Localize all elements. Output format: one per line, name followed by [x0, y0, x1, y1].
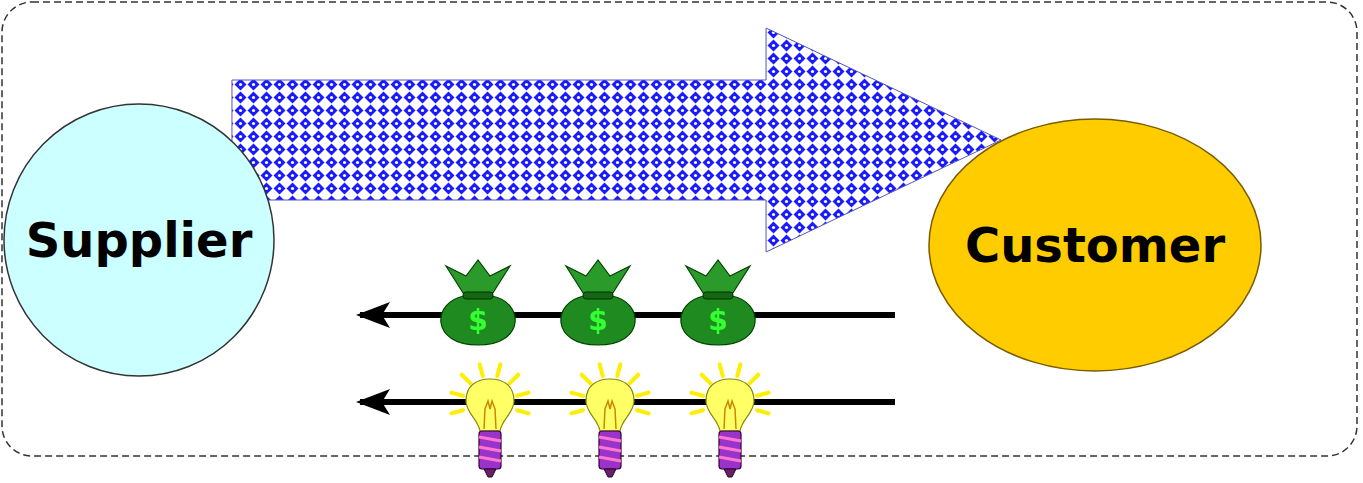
bulb-ray: [600, 364, 603, 376]
bulb-ray: [451, 393, 463, 396]
bulb-ray: [517, 410, 529, 413]
money-bag: [681, 260, 755, 345]
currency-sign: $: [468, 307, 487, 335]
bag-top: [446, 260, 510, 296]
bulb-thread: [599, 447, 621, 451]
bulb-base: [599, 431, 621, 469]
bulb-base: [479, 431, 501, 469]
bag-top: [566, 260, 630, 296]
bulb-ray: [582, 375, 590, 383]
bag-body: [681, 296, 755, 345]
bulb-ray: [702, 375, 710, 383]
bulb-base: [719, 431, 741, 469]
bag-top: [686, 260, 750, 296]
bulb-thread: [599, 457, 621, 461]
bulb-thread: [719, 457, 741, 461]
bag-body: [561, 296, 635, 345]
bulb-ray: [517, 393, 529, 396]
bulb-ray: [617, 364, 620, 376]
bulb-ray: [571, 410, 583, 413]
bulb-ray: [691, 410, 703, 413]
bulb-ray: [451, 410, 463, 413]
ellipse-shape: [929, 119, 1261, 371]
bulb-thread: [719, 447, 741, 451]
bulb-filament: [484, 401, 496, 429]
money-bags: [441, 260, 755, 345]
bulb-ray: [637, 410, 649, 413]
bulb-thread: [719, 437, 741, 441]
light-bulb: [571, 364, 648, 477]
bulb-glass: [586, 379, 634, 431]
bulb-ray: [571, 393, 583, 396]
bulb-ray: [757, 393, 769, 396]
bulb-tip: [484, 469, 496, 477]
bulb-ray: [462, 375, 470, 383]
money-bag: [441, 260, 515, 345]
currency-sign: $: [588, 307, 607, 335]
bulb-filament: [724, 401, 736, 429]
bulb-ray: [691, 393, 703, 396]
bulb-ray: [750, 375, 758, 383]
currency-sign: $: [708, 307, 727, 335]
node-label: Customer: [965, 219, 1225, 272]
money-bag: [561, 260, 635, 345]
customer-circle: Customer: [928, 118, 1262, 372]
bulb-thread: [479, 457, 501, 461]
bulb-ray: [480, 364, 483, 376]
bulb-filament: [604, 401, 616, 429]
bulb-thread: [599, 437, 621, 441]
bulb-thread: [479, 447, 501, 451]
bulb-ray: [720, 364, 723, 376]
bag-tie: [703, 292, 733, 299]
bulb-ray: [737, 364, 740, 376]
bulb-ray: [757, 410, 769, 413]
bulb-tip: [604, 469, 616, 477]
bag-body: [441, 296, 515, 345]
flow-arrow: [232, 28, 1001, 252]
node-label: Supplier: [26, 214, 253, 267]
bulb-ray: [637, 393, 649, 396]
dashed-frame: [2, 2, 1357, 456]
bulb-ray: [510, 375, 518, 383]
bag-tie: [463, 292, 493, 299]
bulb-tip: [724, 469, 736, 477]
supplier-circle: Supplier: [3, 103, 275, 377]
light-bulb: [451, 364, 528, 477]
bag-tie: [583, 292, 613, 299]
ellipse-shape: [4, 104, 274, 376]
bulb-ray: [497, 364, 500, 376]
bulb-thread: [479, 437, 501, 441]
bulb-ray: [630, 375, 638, 383]
light-bulb: [691, 364, 768, 477]
bulb-glass: [466, 379, 514, 431]
light-bulbs: [451, 364, 768, 477]
bulb-glass: [706, 379, 754, 431]
